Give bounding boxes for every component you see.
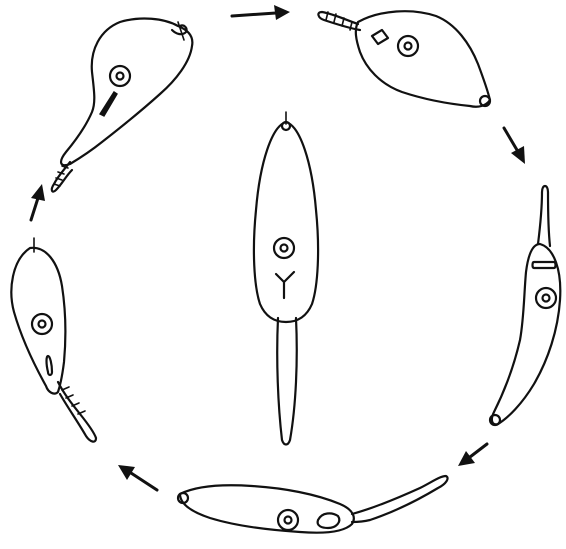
nucleolus — [117, 73, 124, 80]
nucleolus — [285, 517, 292, 524]
nucleus — [110, 66, 130, 86]
cell-body — [180, 485, 354, 532]
arrow-lower-left — [118, 465, 157, 490]
nucleolus — [543, 295, 550, 302]
nucleus — [32, 314, 52, 334]
nucleolus — [39, 321, 46, 328]
kinetoplast — [276, 272, 294, 298]
kinetoplast — [533, 262, 556, 268]
arrow-upper-right — [504, 128, 525, 164]
arrow-lower-right — [458, 444, 487, 466]
stage-right — [490, 186, 560, 425]
nucleolus — [281, 245, 288, 252]
arrow-top — [232, 5, 290, 20]
stage-top-left — [52, 19, 193, 192]
stage-top-right — [318, 11, 490, 107]
flagellum — [538, 186, 550, 246]
arrow-left — [31, 184, 45, 220]
nucleus — [536, 288, 556, 308]
cell-body — [254, 122, 318, 322]
stage-left — [11, 238, 96, 442]
cell-body — [61, 19, 192, 166]
flagellum — [277, 318, 297, 445]
cell-body — [492, 244, 560, 424]
cell-body — [356, 11, 490, 107]
nucleus — [278, 510, 298, 530]
stage-bottom — [178, 476, 448, 533]
nucleus — [274, 238, 294, 258]
flagellum — [352, 476, 448, 522]
cell-body — [11, 248, 65, 394]
kinetoplast — [100, 92, 117, 116]
nucleus — [398, 36, 418, 56]
kinetoplast — [47, 356, 53, 375]
stage-center — [254, 112, 318, 445]
nucleolus — [405, 43, 412, 50]
flagellum — [318, 12, 360, 30]
kinetoplast — [372, 30, 388, 44]
kinetoplast — [318, 513, 340, 528]
flagellum-ridges — [62, 387, 85, 414]
flagellum — [58, 382, 96, 442]
